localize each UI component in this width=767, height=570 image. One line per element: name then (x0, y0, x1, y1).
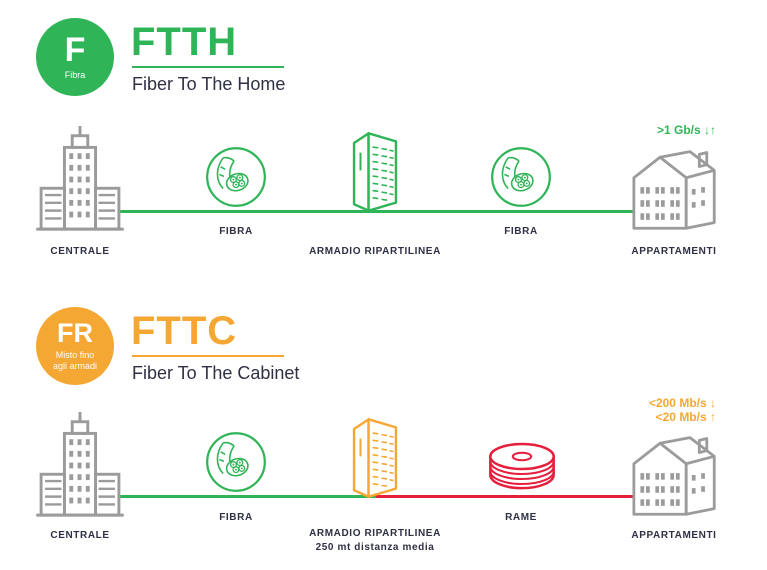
fttc-subtitle: Fiber To The Cabinet (132, 363, 300, 383)
fttc-speed-download-value: <200 Mb/s (648, 396, 707, 410)
fttc-appartamenti-icon house-icon (628, 432, 722, 518)
ftth-centrale-label: CENTRALE (50, 246, 110, 257)
ftth-fibra1-label: FIBRA (219, 226, 253, 237)
ftth-badge-sub: Fibra (64, 70, 86, 81)
fttc-speed-download: <200 Mb/s ↓ (596, 396, 716, 410)
ftth-armadio-label: ARMADIO RIPARTILINEA (309, 246, 441, 257)
fttc-badge-letter: FR (57, 318, 93, 349)
fttc-centrale-label: CENTRALE (50, 530, 110, 541)
ftth-speed: >1 Gb/s ↓↑ (596, 123, 716, 137)
fttc-armadio-label: ARMADIO RIPARTILINEA (309, 528, 441, 539)
fttc-badge: FR Misto fino agli armadi (36, 307, 114, 385)
fttc-rame-icon copper-coil-icon (482, 433, 562, 495)
fttc-download-arrow down-arrow-icon: ↓ (710, 396, 716, 410)
fttc-fibra-label: FIBRA (219, 512, 253, 523)
ftth-subtitle: Fiber To The Home (132, 74, 286, 94)
ftth-fibra2-icon fiber-cable-icon (489, 145, 553, 209)
ftth-fibra1-icon fiber-cable-icon (204, 145, 268, 209)
fttc-rame-label: RAME (505, 512, 537, 523)
fttc-fibra-icon fiber-cable-icon (204, 430, 268, 494)
ftth-title: FTTH (131, 20, 238, 64)
fttc-appartamenti-label: APPARTAMENTI (631, 530, 717, 541)
fttc-title-divider (132, 355, 284, 357)
ftth-appartamenti-icon house-icon (628, 146, 722, 232)
fttc-speed-upload: <20 Mb/s ↑ (596, 410, 716, 424)
fttc-fiber-line (120, 495, 376, 498)
fttc-copper-line (376, 495, 636, 498)
ftth-speed-arrows down-up-arrows-icon: ↓↑ (704, 123, 716, 137)
fttc-title: FTTC (131, 309, 238, 353)
ftth-badge-letter: F (64, 31, 86, 70)
ftth-title-divider (132, 66, 284, 68)
ftth-fibra2-label: FIBRA (504, 226, 538, 237)
fttc-armadio-icon cabinet-icon (346, 416, 404, 500)
fttc-badge-sub-line1: Misto fino (55, 350, 95, 361)
ftth-armadio-icon cabinet-icon (346, 130, 404, 214)
ftth-speed-value: >1 Gb/s (656, 123, 701, 137)
ftth-fiber-line (120, 210, 636, 213)
ftth-centrale-icon building-icon (36, 126, 124, 233)
ftth-badge: F Fibra (36, 18, 114, 96)
fttc-armadio-sublabel: 250 mt distanza media (315, 542, 435, 553)
fttc-centrale-icon building-icon (36, 412, 124, 519)
fttc-upload-arrow up-arrow-icon: ↑ (710, 410, 716, 424)
fttc-badge-sub-line2: agli armadi (52, 361, 98, 371)
fttc-speed-upload-value: <20 Mb/s (655, 410, 707, 424)
ftth-appartamenti-label: APPARTAMENTI (631, 246, 717, 257)
